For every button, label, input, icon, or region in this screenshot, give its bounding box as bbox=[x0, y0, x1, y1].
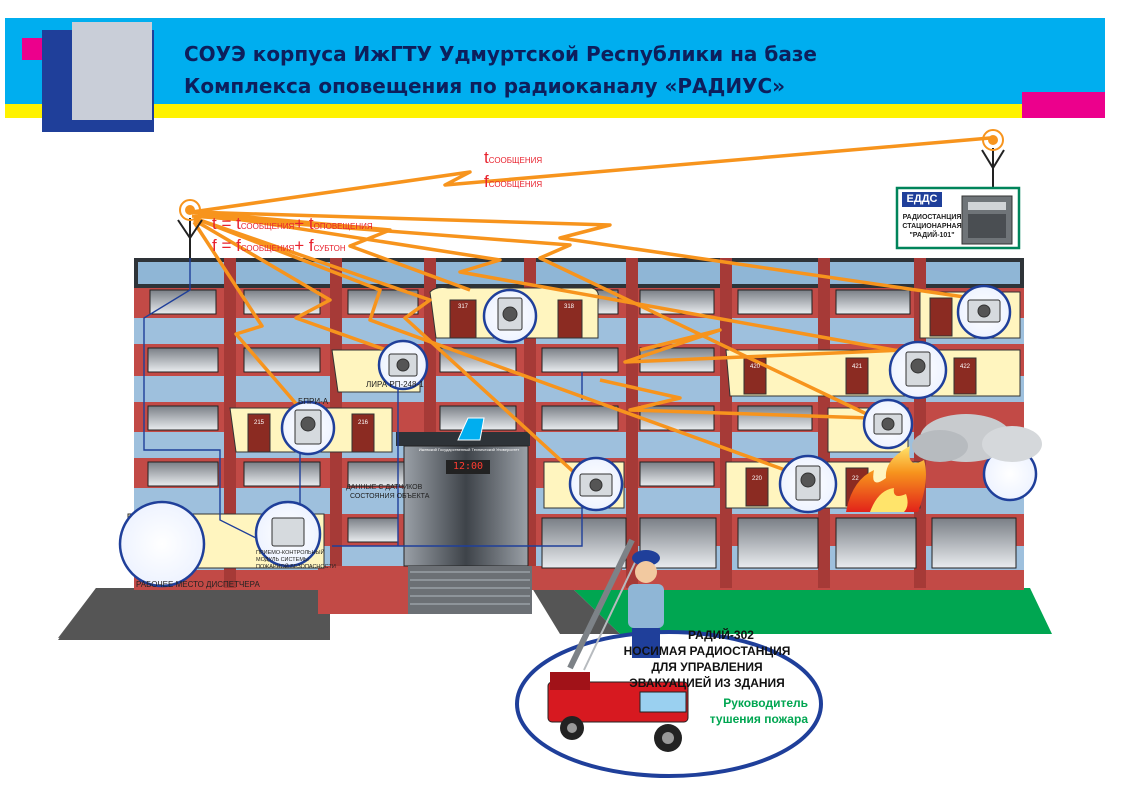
sensors-label-2: СОСТОЯНИЯ ОБЪЕКТА bbox=[350, 493, 430, 500]
ground bbox=[58, 588, 1052, 640]
f-subscript: СООБЩЕНИЯ bbox=[488, 180, 543, 189]
room-220: 220 bbox=[752, 476, 763, 482]
device-boxes bbox=[271, 297, 1001, 547]
module-label-3: ПОЖАРНОЙ БЕЗОПАСНОСТИ bbox=[256, 564, 336, 570]
room-422: 422 bbox=[960, 364, 971, 370]
t-formula: t = tСООБЩЕНИЯ+ tОПОВЕЩЕНИЯ bbox=[212, 214, 373, 234]
page-title-line1: СОУЭ корпуса ИжГТУ Удмуртской Республики… bbox=[184, 42, 817, 66]
module-label-2: МОДУЛЬ СИСТЕМЫ bbox=[256, 557, 309, 563]
t-symbol: t bbox=[484, 148, 489, 167]
edds-antenna bbox=[981, 129, 1005, 188]
f-message-label: fСООБЩЕНИЯ bbox=[484, 172, 542, 192]
room-317: 317 bbox=[458, 304, 469, 310]
t-formula-sub1: СООБЩЕНИЯ bbox=[240, 222, 295, 231]
room-215: 215 bbox=[254, 420, 265, 426]
officer bbox=[628, 550, 664, 658]
t-formula-main: t = t bbox=[212, 214, 241, 233]
bpri-label: БПРИ-А bbox=[298, 397, 329, 406]
f-formula-sub2: СУБТОН bbox=[313, 244, 346, 253]
leader-line1: Руководитель bbox=[723, 696, 808, 710]
radio-rays bbox=[191, 136, 991, 478]
t-formula-plus: + t bbox=[294, 214, 314, 233]
room-216: 216 bbox=[358, 420, 369, 426]
fire bbox=[846, 414, 1042, 512]
sensors-label-1: ДАННЫЕ С ДАТЧИКОВ bbox=[346, 484, 423, 491]
f-formula: f = fСООБЩЕНИЯ+ fСУБТОН bbox=[212, 236, 346, 256]
dispatcher-label: РАБОЧЕЕ МЕСТО ДИСПЕТЧЕРА bbox=[136, 580, 260, 589]
lira-label: ЛИРА РП-248-1 bbox=[366, 380, 424, 389]
edds-station bbox=[895, 186, 1021, 250]
portable-line4: ЭВАКУАЦИЕЙ ИЗ ЗДАНИЯ bbox=[629, 676, 785, 690]
university-sign: Ижевский Государственный Технический Уни… bbox=[418, 447, 520, 452]
edds-badge: ЕДДС bbox=[906, 193, 938, 205]
entrance-clock: 12:00 bbox=[452, 461, 484, 472]
t-subscript: СООБЩЕНИЯ bbox=[488, 156, 543, 165]
room-318: 318 bbox=[564, 304, 575, 310]
t-message-label: tСООБЩЕНИЯ bbox=[484, 148, 542, 168]
fire-truck-area bbox=[515, 538, 823, 778]
room-421: 421 bbox=[852, 364, 863, 370]
module-label-1: ПРИЕМО-КОНТРОЛЬНЫЙ bbox=[256, 550, 325, 556]
edds-caption-3: "РАДИЙ-101" bbox=[909, 232, 955, 239]
portable-title: РАДИЙ-302 bbox=[688, 628, 754, 642]
header-banner bbox=[5, 18, 1105, 132]
windows bbox=[147, 289, 1017, 569]
f-formula-main: f = f bbox=[212, 236, 241, 255]
page-title-line2: Комплекса оповещения по радиоканалу «РАД… bbox=[184, 74, 786, 98]
room-420: 420 bbox=[750, 364, 761, 370]
edds-caption-2: СТАЦИОНАРНАЯ bbox=[902, 223, 962, 230]
f-formula-plus: + f bbox=[294, 236, 314, 255]
leader-line2: тушения пожара bbox=[709, 712, 808, 726]
edds-caption-1: РАДИОСТАНЦИЯ bbox=[902, 214, 962, 221]
room-221: 22 bbox=[852, 476, 859, 482]
f-formula-sub1: СООБЩЕНИЯ bbox=[240, 244, 295, 253]
portable-line2: НОСИМАЯ РАДИОСТАНЦИЯ bbox=[623, 644, 791, 658]
portable-line3: ДЛЯ УПРАВЛЕНИЯ bbox=[651, 660, 763, 674]
t-formula-sub2: ОПОВЕЩЕНИЯ bbox=[313, 222, 373, 231]
building-antenna bbox=[177, 199, 203, 258]
f-symbol: f bbox=[484, 172, 489, 191]
